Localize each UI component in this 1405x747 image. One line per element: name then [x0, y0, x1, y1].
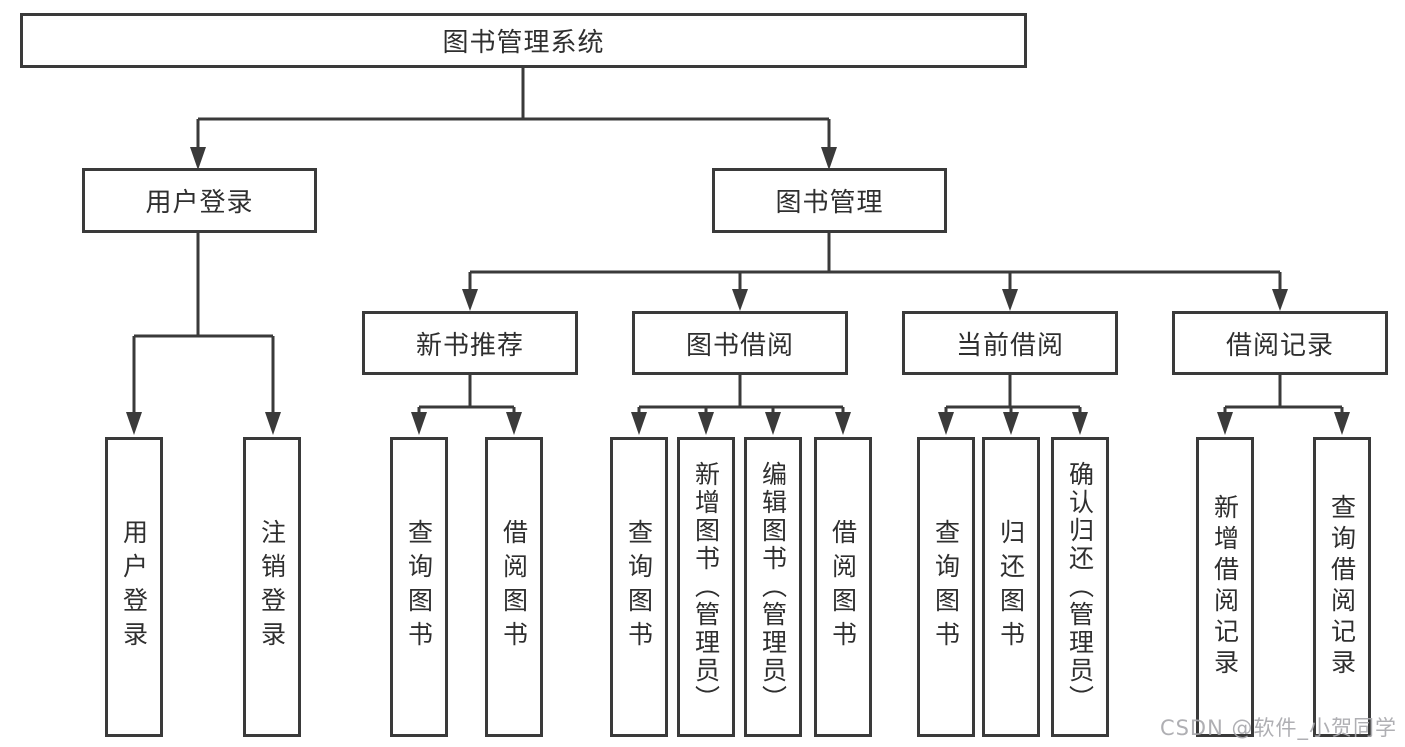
leaf-query-book-2: 查询图书 [610, 437, 668, 737]
leaf-user-login: 用户登录 [105, 437, 163, 737]
leaf-logout-label: 注销登录 [257, 519, 287, 655]
leaf-query-borrow-record-label: 查询借阅记录 [1327, 494, 1357, 680]
node-book-management-label: 图书管理 [775, 188, 884, 218]
leaf-query-book-3: 查询图书 [917, 437, 975, 737]
node-current-borrow-label: 当前借阅 [955, 330, 1064, 361]
leaf-borrow-book-1: 借阅图书 [485, 437, 543, 737]
arrowheads [126, 147, 1350, 435]
node-root: 图书管理系统 [20, 13, 1027, 68]
leaf-query-book-1-label: 查询图书 [404, 519, 434, 655]
leaf-logout: 注销登录 [243, 437, 301, 737]
leaf-edit-book-admin: 编辑图书（管理员） [744, 437, 802, 737]
leaf-return-book: 归还图书 [982, 437, 1040, 737]
leaf-borrow-book-2-label: 借阅图书 [828, 519, 858, 655]
leaf-query-book-1: 查询图书 [390, 437, 448, 737]
leaf-user-login-label: 用户登录 [119, 519, 149, 655]
node-book-borrow-label: 图书借阅 [685, 330, 794, 361]
node-root-label: 图书管理系统 [442, 28, 605, 58]
node-borrow-records: 借阅记录 [1172, 311, 1388, 375]
node-borrow-records-label: 借阅记录 [1225, 330, 1334, 361]
node-user-login: 用户登录 [82, 168, 317, 233]
leaf-query-book-3-label: 查询图书 [931, 519, 961, 655]
leaf-query-borrow-record: 查询借阅记录 [1313, 437, 1371, 737]
csdn-watermark: CSDN @软件_小贺同学 [1159, 716, 1397, 740]
leaf-edit-book-admin-label: 编辑图书（管理员） [758, 461, 788, 713]
leaf-borrow-book-2: 借阅图书 [814, 437, 872, 737]
leaf-add-borrow-record-label: 新增借阅记录 [1210, 494, 1240, 680]
leaf-add-book-admin: 新增图书（管理员） [677, 437, 735, 737]
leaf-add-book-admin-label: 新增图书（管理员） [691, 461, 721, 713]
node-new-book-recommend-label: 新书推荐 [415, 330, 524, 361]
node-book-borrow: 图书借阅 [632, 311, 848, 375]
leaf-confirm-return-admin-label: 确认归还（管理员） [1065, 461, 1095, 713]
node-book-management: 图书管理 [712, 168, 947, 233]
node-user-login-label: 用户登录 [145, 188, 254, 218]
node-new-book-recommend: 新书推荐 [362, 311, 578, 375]
leaf-borrow-book-1-label: 借阅图书 [499, 519, 529, 655]
leaf-confirm-return-admin: 确认归还（管理员） [1051, 437, 1109, 737]
node-current-borrow: 当前借阅 [902, 311, 1118, 375]
leaf-return-book-label: 归还图书 [996, 519, 1026, 655]
leaf-query-book-2-label: 查询图书 [624, 519, 654, 655]
leaf-add-borrow-record: 新增借阅记录 [1196, 437, 1254, 737]
connector-paths [132, 68, 1344, 416]
